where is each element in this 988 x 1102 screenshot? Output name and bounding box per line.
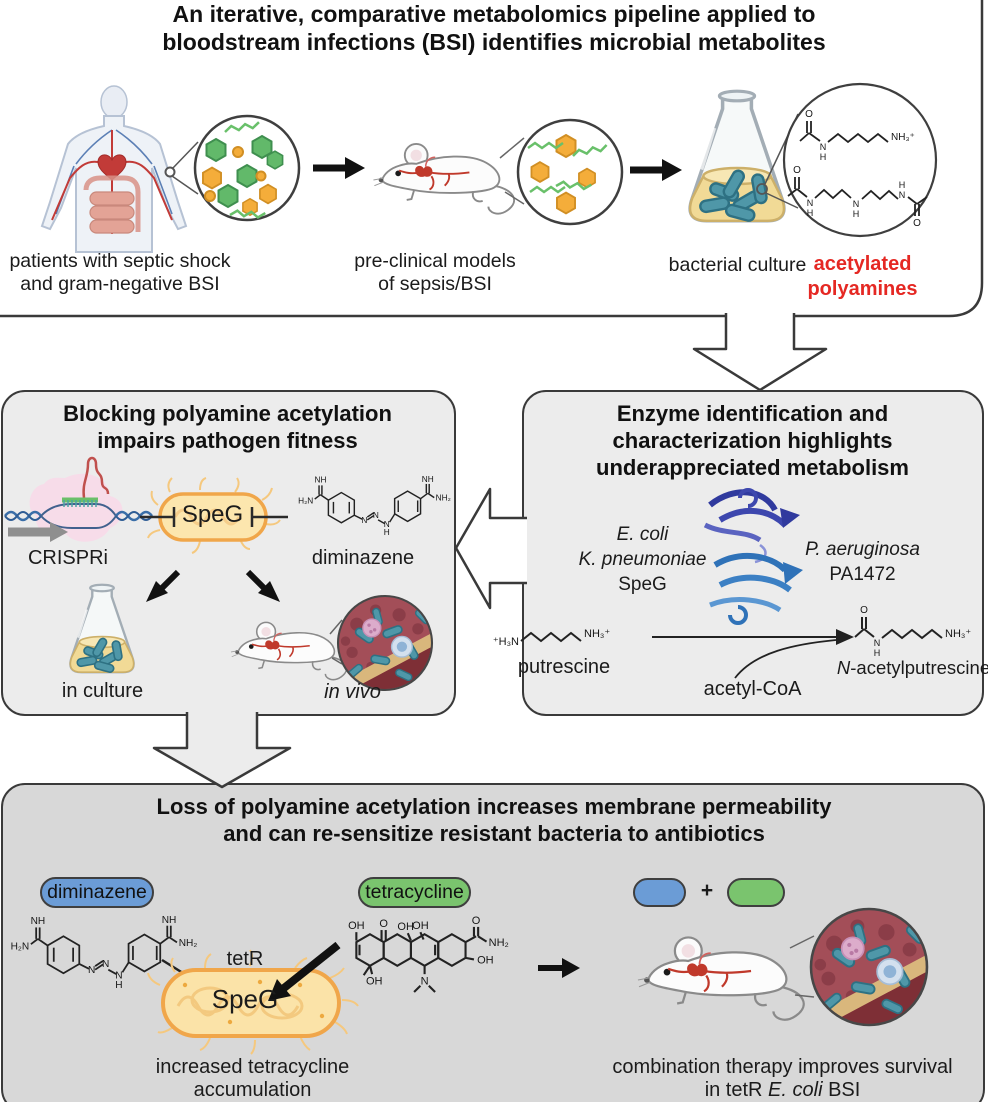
speg-bacterium-left — [140, 477, 288, 554]
zoom-point-marker — [164, 166, 176, 178]
arrow-into-bacterium — [268, 941, 341, 1001]
chem-label: NH₃⁺ — [945, 628, 971, 640]
chem-label: N — [874, 638, 881, 648]
metabolite-zoom-circle-patients — [193, 114, 301, 222]
tetracycline-structure-bottom — [347, 913, 510, 994]
figure-title: An iterative, comparative metabolomics p… — [0, 0, 988, 56]
in-culture-label: in culture — [61, 680, 144, 702]
chem-label: H — [874, 648, 881, 658]
tetracycline-badge: tetracycline — [358, 877, 471, 908]
zoom-connector — [499, 137, 525, 159]
chem-label: H — [899, 180, 906, 190]
zoom-point-marker — [756, 183, 768, 195]
zoom-connector — [171, 141, 199, 170]
acetylpolyamine-structure-2: O N H N H H N O — [787, 165, 928, 229]
zoom-connector — [789, 935, 815, 949]
chem-label: NH₃⁺ — [891, 132, 915, 143]
metabolite-zoom-circle-mouse — [516, 118, 624, 226]
chem-label: O — [860, 605, 868, 616]
acetyl-coa-label: acetyl-CoA — [703, 678, 802, 700]
chem-label: N — [807, 198, 814, 208]
zoom-connector — [331, 657, 343, 665]
arrow-down-right — [245, 569, 280, 602]
zoom-connector — [504, 191, 525, 205]
speg-bacterium-bottom — [147, 949, 359, 1055]
bottom-panel-title: Loss of polyamine acetylation increases … — [156, 794, 832, 846]
zoom-connector — [765, 192, 799, 209]
zoom-connector — [329, 619, 343, 635]
accumulation-label: increased tetracycline accumulation — [155, 1056, 350, 1101]
culture-flask-icon — [690, 91, 784, 222]
in-vivo-mouse-icon — [230, 621, 348, 681]
diminazene-label-left: diminazene — [311, 547, 415, 569]
speg-label-bottom: SpeG — [211, 984, 279, 1014]
chem-label: N — [899, 190, 906, 200]
combination-therapy-label: combination therapy improves survival in… — [612, 1056, 953, 1101]
human-figure-icon — [40, 85, 188, 253]
chem-label: H — [853, 209, 860, 219]
plus-sign: + — [700, 879, 714, 902]
sgrna-icon — [82, 456, 110, 499]
acetylputrescine-label: N-acetylputrescine — [836, 657, 988, 678]
patients-label: patients with septic shock and gram-nega… — [9, 250, 231, 295]
chem-label: O — [793, 165, 801, 176]
chem-label: O — [805, 109, 813, 120]
acetylated-polyamines-zoom-circle: O N H NH₃⁺ O N H N — [782, 82, 938, 238]
acetylpolyamine-structure-1: O N H NH₃⁺ — [799, 109, 915, 162]
tetr-label: tetR — [226, 948, 264, 970]
organisms-label: E. coli K. pneumoniae SpeG — [578, 524, 707, 595]
chem-label: N — [820, 142, 827, 152]
diminazene-structure-bottom — [9, 914, 199, 993]
combo-therapy-mouse-icon — [636, 936, 805, 1021]
chem-label: H — [807, 208, 814, 218]
block-arrow-down-to-right-panel — [692, 313, 828, 392]
flow-arrow-right-1 — [313, 157, 365, 179]
crispri-label: CRISPRi — [27, 547, 108, 569]
putrescine-label: putrescine — [517, 656, 611, 678]
block-arrow-left-to-left-panel — [454, 487, 527, 610]
bacterial-culture-label: bacterial culture — [668, 254, 807, 276]
chem-label: NH₃⁺ — [584, 628, 610, 640]
vessel-zoom-circle-bottom — [811, 909, 964, 1059]
flow-arrow-right-3 — [538, 958, 580, 978]
chem-label: O — [913, 218, 921, 229]
figure-title-line1: An iterative, comparative metabolomics p… — [172, 1, 816, 27]
acetylputrescine-structure: O N H NH₃⁺ — [854, 605, 971, 658]
green-pill-icon — [727, 878, 785, 907]
preclinical-label: pre-clinical models of sepsis/BSI — [354, 250, 516, 295]
acetylated-polyamines-label: acetylated polyamines — [807, 253, 918, 300]
zoom-connector — [171, 175, 199, 195]
inhibition-marks — [140, 507, 288, 527]
in-culture-flask-icon — [70, 585, 133, 673]
diminazene-structure-left — [297, 474, 452, 538]
mouse-preclinical-icon — [372, 142, 516, 215]
zoom-connector — [794, 994, 815, 998]
right-panel-title: Enzyme identification and characterizati… — [596, 401, 909, 480]
chem-label: N — [853, 199, 860, 209]
block-arrow-down-to-bottom-panel — [152, 712, 292, 789]
chem-label: ⁺H₃N — [493, 636, 519, 648]
arrow-down-left — [146, 569, 181, 602]
intestines-icon — [83, 175, 141, 234]
blue-pill-icon — [633, 878, 686, 907]
protein-ribbon-illustration — [703, 488, 803, 625]
top-panel-border — [0, 0, 984, 318]
in-vivo-label: in vivo — [324, 681, 381, 703]
crispri-illustration — [4, 456, 153, 542]
chem-label: H — [820, 152, 827, 162]
diminazene-badge: diminazene — [40, 877, 154, 908]
figure-title-line2: bloodstream infections (BSI) identifies … — [162, 29, 826, 55]
left-panel-title: Blocking polyamine acetylation impairs p… — [63, 401, 392, 453]
speg-label-left: SpeG — [181, 501, 244, 528]
flow-arrow-right-2 — [630, 159, 682, 181]
reaction-arrow — [652, 629, 854, 679]
putrescine-structure: ⁺H₃N NH₃⁺ — [493, 628, 611, 648]
pa-label: P. aeruginosa PA1472 — [805, 539, 920, 585]
